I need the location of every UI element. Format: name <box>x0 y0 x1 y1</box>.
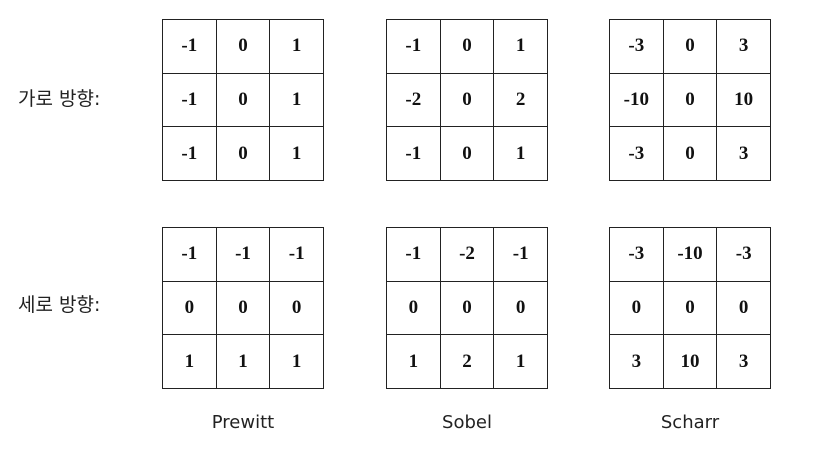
kernel-cell: 1 <box>387 335 441 389</box>
kernel-cell: 0 <box>717 281 771 336</box>
kernel-cell: 0 <box>440 73 495 128</box>
kernel-cell: -3 <box>610 228 664 282</box>
kernel-cell: -2 <box>387 73 441 128</box>
kernel-cell: -3 <box>717 228 771 282</box>
kernel-cell: -1 <box>387 20 441 74</box>
kernel-cell: 0 <box>663 281 718 336</box>
kernel-cell: 0 <box>216 20 271 74</box>
kernel-cell: 0 <box>610 281 664 336</box>
kernel-cell: 0 <box>216 127 271 181</box>
kernel-cell: 3 <box>717 20 771 74</box>
kernel-cell: 0 <box>440 127 495 181</box>
kernel-cell: -1 <box>163 73 217 128</box>
kernel-cell: 0 <box>216 281 271 336</box>
kernel-cell: 3 <box>610 335 664 389</box>
kernel-cell: 0 <box>270 281 324 336</box>
kernel-cell: 2 <box>494 73 548 128</box>
row-label-vertical: 세로 방향: <box>18 294 101 316</box>
kernel-cell: 1 <box>494 335 548 389</box>
kernel-cell: 1 <box>270 127 324 181</box>
kernel-cell: 10 <box>717 73 771 128</box>
kernel-cell: 1 <box>494 20 548 74</box>
kernel-cell: -1 <box>163 228 217 282</box>
kernel-cell: 2 <box>440 335 495 389</box>
kernel-cell: -10 <box>610 73 664 128</box>
scharr-vertical-kernel: -3 -10 -3 0 0 0 3 10 3 <box>609 227 771 389</box>
kernel-cell: 1 <box>163 335 217 389</box>
row-label-horizontal: 가로 방향: <box>18 88 101 110</box>
kernel-cell: 1 <box>494 127 548 181</box>
kernel-cell: -2 <box>440 228 495 282</box>
kernel-cell: -1 <box>387 228 441 282</box>
kernel-cell: 3 <box>717 127 771 181</box>
kernel-cell: 0 <box>494 281 548 336</box>
prewitt-horizontal-kernel: -1 0 1 -1 0 1 -1 0 1 <box>162 19 324 181</box>
kernel-cell: 0 <box>440 281 495 336</box>
kernel-cell: -3 <box>610 20 664 74</box>
kernel-cell: 1 <box>270 73 324 128</box>
kernel-cell: 1 <box>270 335 324 389</box>
kernel-cell: -1 <box>270 228 324 282</box>
operator-label-sobel: Sobel <box>442 412 492 433</box>
kernel-cell: -1 <box>163 127 217 181</box>
kernel-cell: -1 <box>216 228 271 282</box>
scharr-horizontal-kernel: -3 0 3 -10 0 10 -3 0 3 <box>609 19 771 181</box>
kernel-cell: 0 <box>663 20 718 74</box>
kernel-cell: -10 <box>663 228 718 282</box>
operator-label-prewitt: Prewitt <box>211 412 275 433</box>
kernel-cell: -1 <box>163 20 217 74</box>
kernel-cell: 1 <box>216 335 271 389</box>
kernel-cell: 3 <box>717 335 771 389</box>
operator-label-scharr: Scharr <box>660 412 720 433</box>
kernel-cell: -1 <box>494 228 548 282</box>
kernel-cell: 0 <box>387 281 441 336</box>
kernel-cell: 0 <box>663 127 718 181</box>
prewitt-vertical-kernel: -1 -1 -1 0 0 0 1 1 1 <box>162 227 324 389</box>
kernel-cell: 0 <box>440 20 495 74</box>
kernel-cell: -3 <box>610 127 664 181</box>
sobel-vertical-kernel: -1 -2 -1 0 0 0 1 2 1 <box>386 227 548 389</box>
kernel-cell: 10 <box>663 335 718 389</box>
kernel-cell: 0 <box>216 73 271 128</box>
kernel-cell: 0 <box>663 73 718 128</box>
kernel-cell: 1 <box>270 20 324 74</box>
sobel-horizontal-kernel: -1 0 1 -2 0 2 -1 0 1 <box>386 19 548 181</box>
kernel-cell: 0 <box>163 281 217 336</box>
kernel-cell: -1 <box>387 127 441 181</box>
